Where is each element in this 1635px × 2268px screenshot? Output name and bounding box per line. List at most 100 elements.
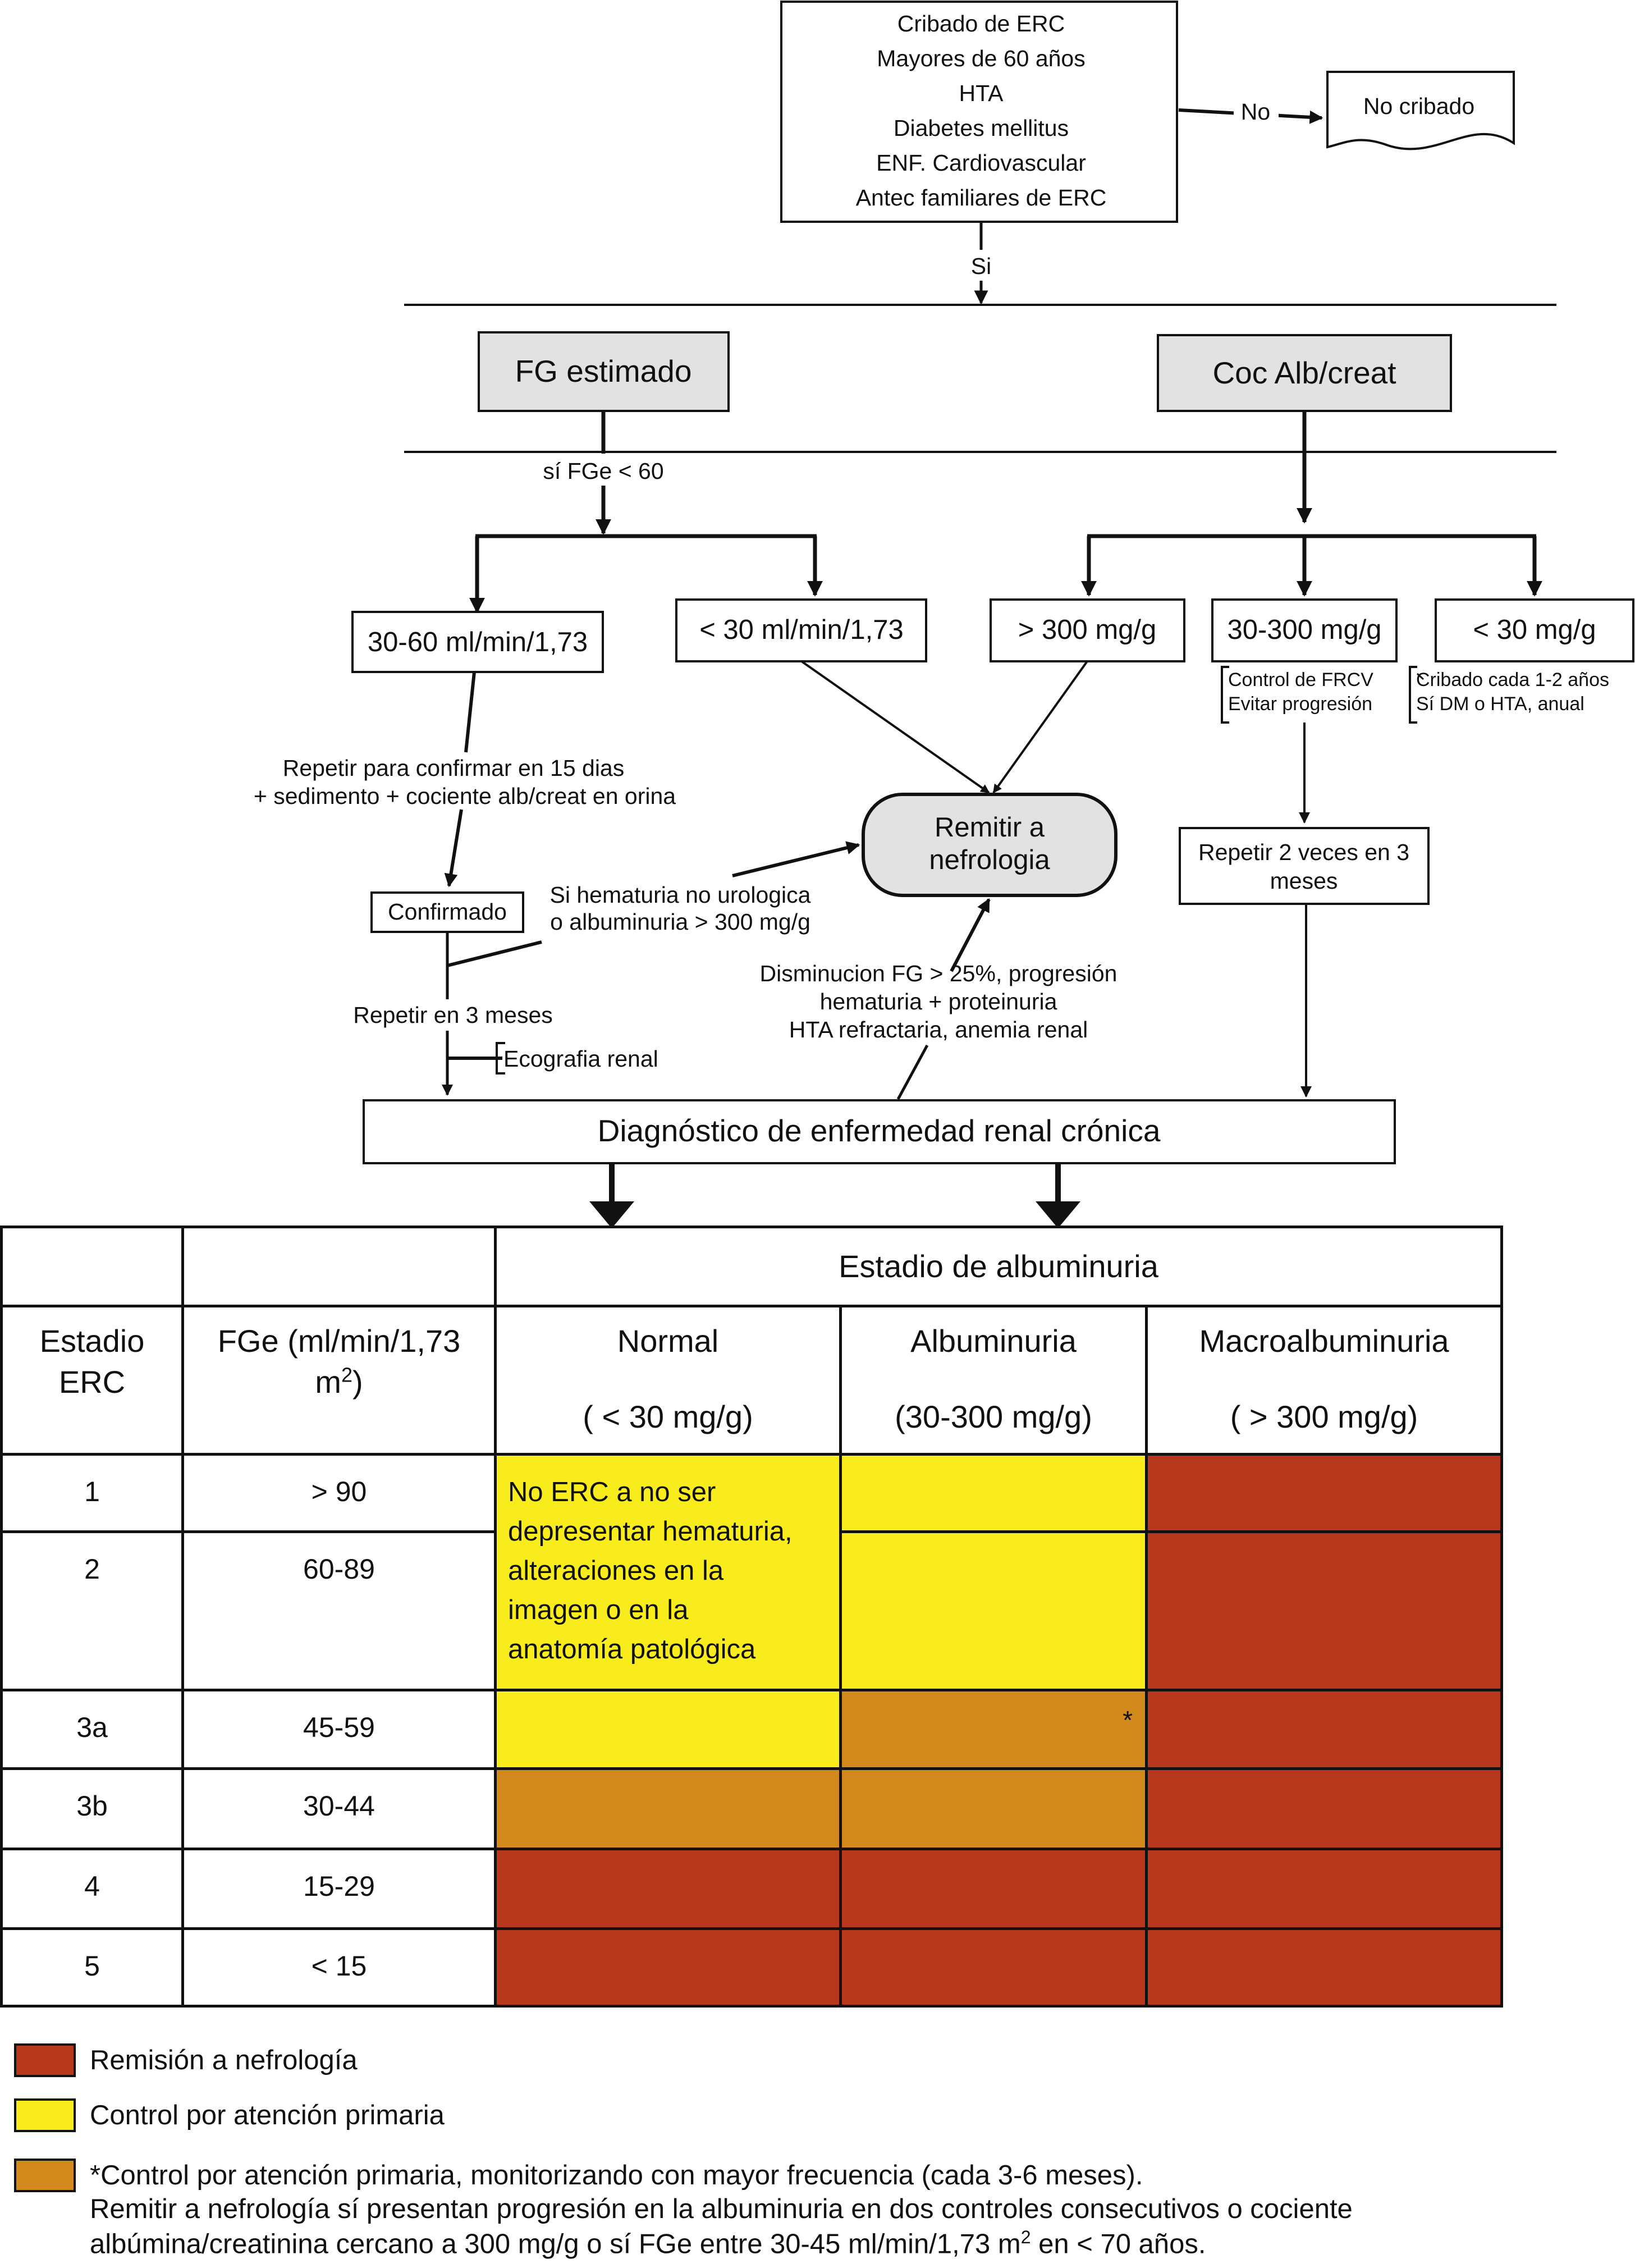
col-fge-sup: 2 [341,1363,353,1387]
col-fge-line1: FGe (ml/min/1,73 [217,1323,461,1359]
disminucion-line3: HTA refractaria, anemia renal [789,1017,1088,1042]
note-line-5: anatomía patológica [508,1634,756,1665]
box-lt30 [675,598,927,662]
stage-5: 5 [0,1927,184,2008]
box-gt300 [990,598,1185,662]
screening-criterion-family: Antec familiares de ERC [856,185,1107,211]
legend-orange-line1: *Control por atención primaria, monitori… [90,2160,1143,2191]
cell-5-albuminuria [839,1927,1148,2008]
flow-diagram: Cribado de ERC Mayores de 60 años HTA Di… [254,1,1634,1226]
coc-alb-label: Coc Alb/creat [1212,355,1396,390]
col-estadio-line1: Estadio [39,1323,145,1359]
box-lt30-label: < 30 ml/min/1,73 [699,615,904,645]
repetir-3-meses-label: Repetir en 3 meses [353,1002,553,1028]
col-estadio-line2: ERC [58,1364,126,1400]
albuminuria-header: Estadio de albuminuria [494,1226,1503,1307]
cell-3a-macro [1145,1689,1503,1770]
stage-3a: 3a [0,1689,184,1770]
stage-3b: 3b [0,1767,184,1850]
diagnostico-label: Diagnóstico de enfermedad renal crónica [598,1113,1161,1148]
remitir-line1: Remitir a [935,812,1045,843]
box-30-60-label: 30-60 ml/min/1,73 [368,627,588,657]
cat-normal-name: Normal [617,1323,719,1359]
col-fge-close: ) [352,1364,363,1400]
box-30-300 [1211,598,1398,662]
legend-orange-swatch [14,2159,76,2192]
col-estadio-header: Estadio ERC [0,1305,184,1456]
fg-estimado-label: FG estimado [515,354,692,388]
cell-4-albuminuria [839,1848,1148,1930]
cat-albuminuria-range: (30-300 mg/g) [895,1398,1092,1434]
cell-3a-albuminuria: * [839,1689,1148,1770]
table-corner-2 [181,1226,497,1307]
cell-3b-normal [494,1767,842,1850]
fge-3b: 30-44 [181,1767,497,1850]
repetir-2-veces-box [1179,827,1430,905]
cat-normal-header: Normal ( < 30 mg/g) [494,1305,842,1456]
note-line-3: alteraciones en la [508,1556,724,1586]
cell-3b-albuminuria [839,1767,1148,1850]
screening-title: Cribado de ERC [897,11,1065,36]
cell-4-normal [494,1848,842,1930]
control-frcv-line1: Control de FRCV [1228,669,1373,691]
repetir-confirmar-line2: + sedimento + cociente alb/creat en orin… [254,783,676,809]
note-line-4: imagen o en la [508,1595,689,1625]
cat-macro-header: Macroalbuminuria ( > 300 mg/g) [1145,1305,1503,1456]
legend-red-swatch [14,2043,76,2077]
disminucion-line1: Disminucion FG > 25%, progresión [760,961,1118,986]
screening-criterion-cardio: ENF. Cardiovascular [876,150,1086,176]
ecografia-label: Ecografia renal [503,1046,658,1072]
fge-1: > 90 [181,1453,497,1533]
box-lt30mg-label: < 30 mg/g [1473,615,1596,645]
box-lt30mg [1435,598,1634,662]
col-fge-unit: m [315,1364,341,1400]
repetir-confirmar-line1: Repetir para confirmar en 15 dias [283,755,624,781]
legend-orange-line3: albúmina/creatinina cercano a 300 mg/g o… [90,2227,1206,2260]
ckd-stage-table: Estadio de albuminuria Estadio ERC FGe (… [0,1226,1503,2008]
diagnostico-box [363,1099,1396,1164]
box-30-300-label: 30-300 mg/g [1227,615,1381,645]
fge-4: 15-29 [181,1848,497,1930]
cell-5-normal [494,1927,842,2008]
remitir-line2: nefrologia [929,845,1050,875]
cat-macro-name: Macroalbuminuria [1199,1323,1449,1359]
repetir-2-veces-line2: meses [1270,868,1338,894]
stage-4: 4 [0,1848,184,1930]
si-hematuria-line2: o albuminuria > 300 mg/g [550,909,810,935]
si-hematuria-line1: Si hematuria no urologica [550,882,811,908]
cribado-cada-line2: Sí DM o HTA, anual [1416,693,1584,715]
remitir-nefrologia-box [862,793,1118,897]
no-erc-note: No ERC a no ser depresentar hematuria, a… [494,1453,842,1691]
asterisk-mark: * [1123,1705,1133,1735]
stage-2: 2 [0,1530,184,1691]
col-fge-header: FGe (ml/min/1,73 m2) [181,1305,497,1456]
cell-3a-normal [494,1689,842,1770]
disminucion-line2: hematuria + proteinuria [820,989,1057,1014]
cell-2-macro [1145,1530,1503,1691]
legend-orange-line3-b: en < 70 años. [1031,2229,1206,2260]
cell-1-macro [1145,1453,1503,1533]
legend-yellow-label: Control por atención primaria [90,2100,445,2130]
cell-1-albuminuria [839,1453,1148,1533]
legend-yellow-swatch [14,2098,76,2132]
table-corner-1 [0,1226,184,1307]
no-screening-label: No cribado [1363,93,1474,119]
no-label: No [1241,99,1270,125]
cat-albuminuria-name: Albuminuria [910,1323,1077,1359]
legend-orange-line3-a: albúmina/creatinina cercano a 300 mg/g o… [90,2229,1021,2260]
screening-criterion-diabetes: Diabetes mellitus [894,115,1069,141]
note-line-1: No ERC a no ser [508,1477,716,1507]
legend-orange-line3-sup: 2 [1020,2227,1031,2247]
fge-3a: 45-59 [181,1689,497,1770]
no-screening-document [1326,71,1515,150]
repetir-2-veces-line1: Repetir 2 veces en 3 [1198,839,1409,865]
cat-normal-range: ( < 30 mg/g) [583,1398,753,1434]
cell-3b-macro [1145,1767,1503,1850]
screening-criteria-box [780,1,1178,223]
screening-criterion-hta: HTA [959,80,1004,106]
si-fge-label: sí FGe < 60 [543,458,663,484]
cell-5-macro [1145,1927,1503,2008]
screening-criterion-age: Mayores de 60 años [877,45,1086,71]
control-frcv-line2: Evitar progresión [1228,693,1372,715]
confirmado-label: Confirmado [388,899,507,925]
